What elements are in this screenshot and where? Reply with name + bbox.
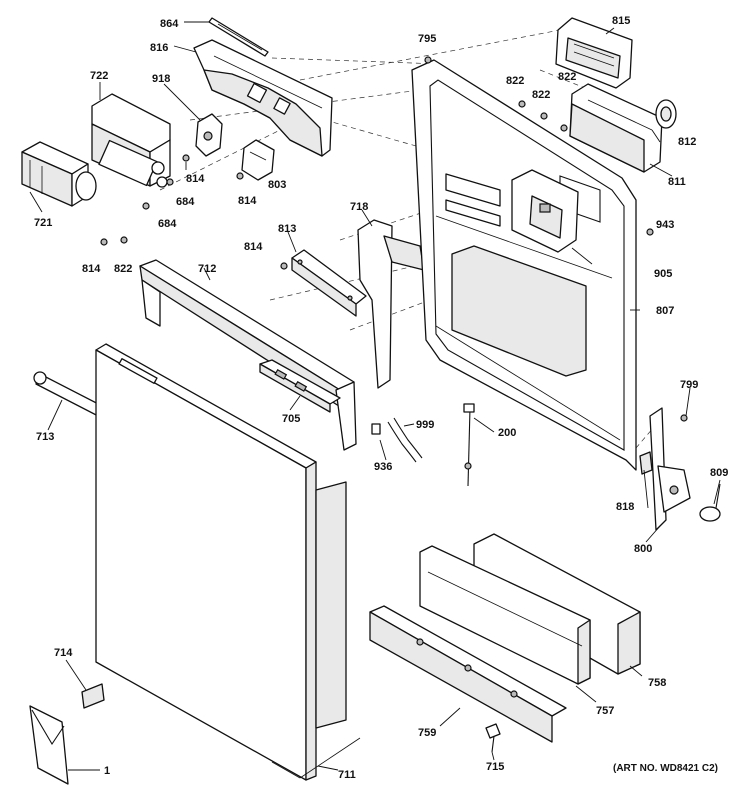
part-714-badge xyxy=(81,683,105,709)
part-721-blower xyxy=(21,141,97,207)
label-813: 813 xyxy=(278,223,296,235)
label-822-a: 822 xyxy=(114,263,132,275)
callout-labels: 864 816 722 918 721 814 684 814 803 684 … xyxy=(34,15,728,781)
art-number: (ART NO. WD8421 C2) xyxy=(612,763,718,774)
label-822-d: 822 xyxy=(532,89,550,101)
label-1: 1 xyxy=(104,765,110,777)
label-818: 818 xyxy=(616,501,634,513)
label-800: 800 xyxy=(634,543,652,555)
label-816: 816 xyxy=(150,42,168,54)
label-759: 759 xyxy=(418,727,436,739)
screws xyxy=(100,56,688,422)
label-713: 713 xyxy=(36,431,54,443)
label-809: 809 xyxy=(710,467,728,479)
part-722-motor-assembly xyxy=(91,93,171,188)
label-200: 200 xyxy=(498,427,516,439)
label-943: 943 xyxy=(656,219,674,231)
part-705-keypad xyxy=(259,359,341,413)
label-721: 721 xyxy=(34,217,52,229)
label-812: 812 xyxy=(678,136,696,148)
label-795: 795 xyxy=(418,33,436,45)
part-718-duct xyxy=(357,219,425,389)
label-811: 811 xyxy=(668,176,686,188)
label-757: 757 xyxy=(596,705,614,717)
part-757-bracket xyxy=(419,545,591,685)
part-711-door-panel xyxy=(95,343,361,781)
label-814-a: 814 xyxy=(186,173,205,185)
part-812-knob xyxy=(655,99,677,129)
part-759-toe-kick xyxy=(369,605,567,743)
label-803: 803 xyxy=(268,179,286,191)
part-715-screw xyxy=(485,723,501,753)
label-705: 705 xyxy=(282,413,300,425)
label-864: 864 xyxy=(160,18,179,30)
label-822-c: 822 xyxy=(558,71,576,83)
label-684-b: 684 xyxy=(158,218,177,230)
part-999-harness xyxy=(371,417,423,463)
label-711: 711 xyxy=(338,769,356,781)
part-803-module xyxy=(241,139,275,181)
part-813-board xyxy=(291,249,367,317)
part-807-inner-door xyxy=(411,59,637,471)
part-1-literature xyxy=(29,705,69,785)
part-905-dispenser xyxy=(511,169,579,253)
label-799: 799 xyxy=(680,379,698,391)
label-814-d: 814 xyxy=(244,241,263,253)
label-722: 722 xyxy=(90,70,108,82)
label-714: 714 xyxy=(54,647,73,659)
part-811-vent-housing xyxy=(569,83,663,173)
part-816-control-housing xyxy=(193,39,333,157)
part-918-switch xyxy=(195,113,223,157)
label-936: 936 xyxy=(374,461,392,473)
label-905: 905 xyxy=(654,268,672,280)
label-715: 715 xyxy=(486,761,504,773)
label-712: 712 xyxy=(198,263,216,275)
part-800-hinge xyxy=(639,407,691,531)
label-718: 718 xyxy=(350,201,368,213)
label-758: 758 xyxy=(648,677,666,689)
label-918: 918 xyxy=(152,73,170,85)
part-864-trim-strip xyxy=(208,17,269,57)
label-814-b: 814 xyxy=(238,195,257,207)
leader-lines xyxy=(29,21,721,771)
part-815-vent xyxy=(555,17,633,89)
part-809-foot xyxy=(699,483,721,522)
label-684-a: 684 xyxy=(176,196,195,208)
label-999: 999 xyxy=(416,419,434,431)
part-200-sensor xyxy=(463,403,475,487)
label-815: 815 xyxy=(612,15,630,27)
label-814-c: 814 xyxy=(82,263,101,275)
label-822-b: 822 xyxy=(506,75,524,87)
label-807: 807 xyxy=(656,305,674,317)
